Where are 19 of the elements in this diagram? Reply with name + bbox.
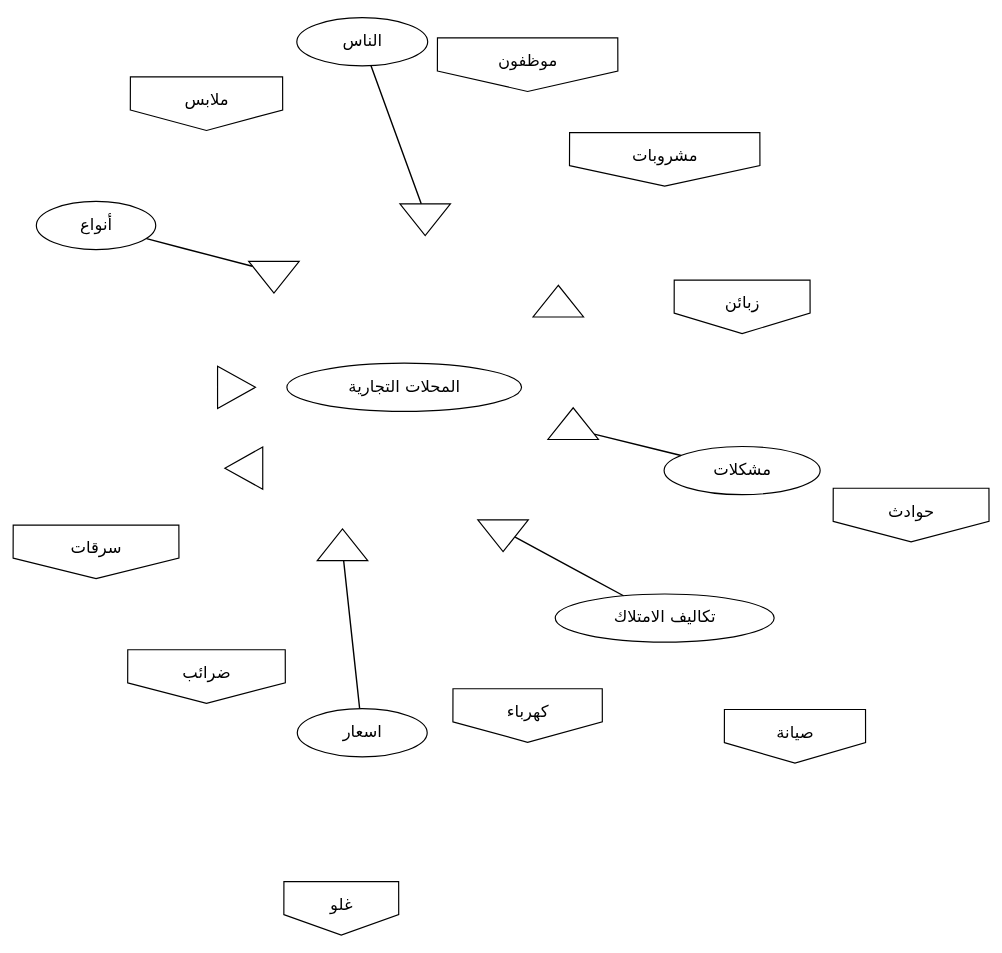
connector [514, 536, 625, 597]
node-triangle [223, 446, 264, 491]
node-ellipse: أنواع [35, 200, 157, 251]
node-triangle [216, 365, 257, 410]
node-triangle [546, 406, 600, 441]
connector [342, 560, 361, 710]
node-ellipse: مشكلات [663, 445, 821, 496]
node-triangle [398, 203, 452, 237]
node-ellipse: اسعار [296, 708, 428, 758]
node-ellipse: المحلات التجارية [286, 362, 523, 412]
node-triangle [476, 519, 530, 553]
connector [145, 238, 253, 267]
connector [593, 433, 682, 457]
node-ellipse: تكاليف الامتلاك [554, 593, 775, 643]
node-triangle [247, 260, 301, 294]
node-triangle [531, 284, 585, 318]
node-ellipse: الناس [296, 17, 429, 67]
connector [370, 65, 422, 205]
node-triangle [316, 527, 369, 562]
